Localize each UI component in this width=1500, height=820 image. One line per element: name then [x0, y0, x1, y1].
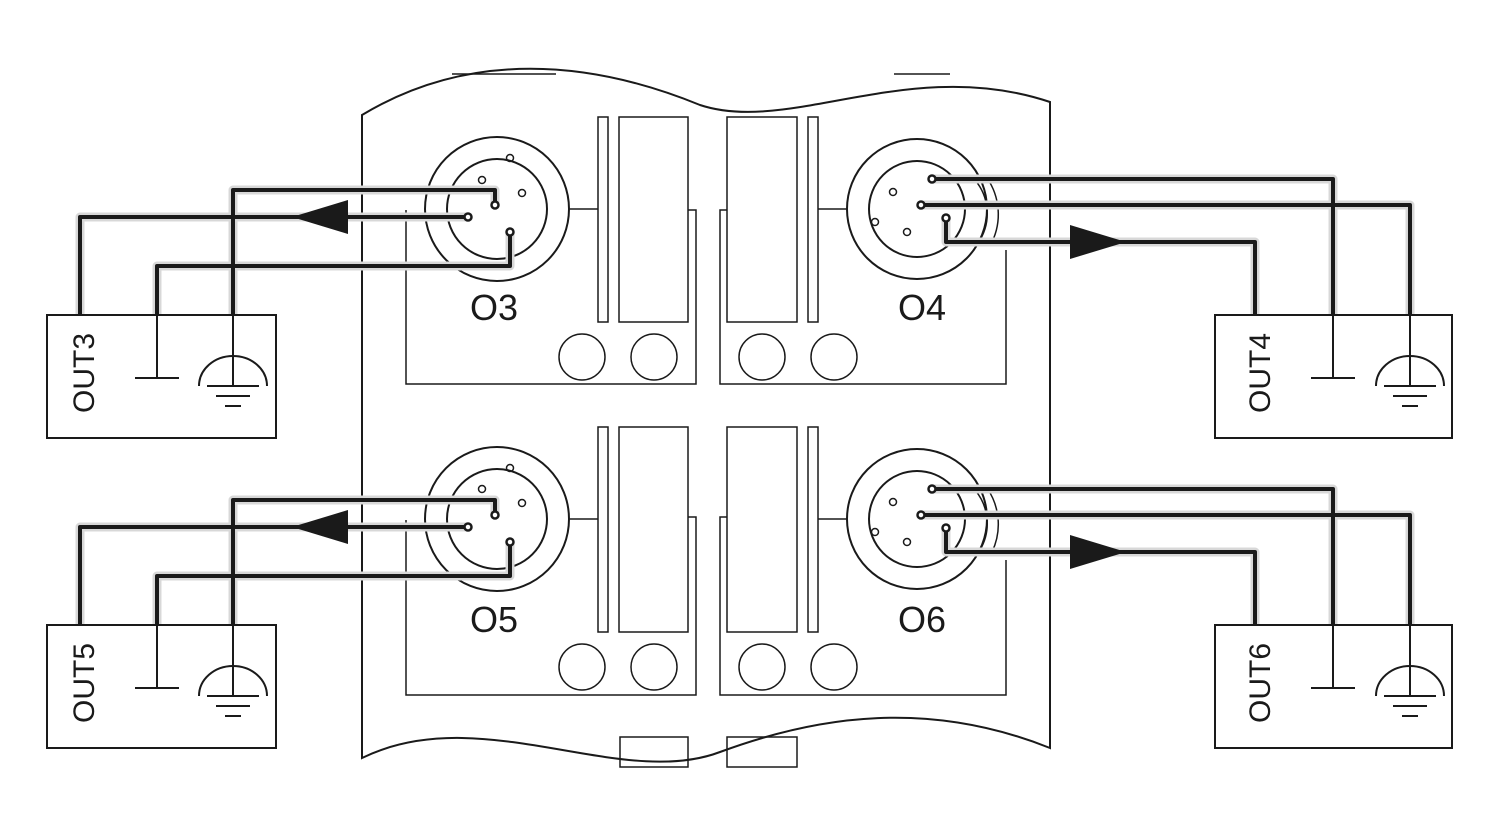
led-indicator — [810, 643, 858, 691]
load-label-out6: OUT6 — [1244, 643, 1277, 723]
led-indicator — [630, 643, 678, 691]
led-indicator — [810, 333, 858, 381]
load-label-out5: OUT5 — [68, 643, 101, 723]
arrow-icon — [292, 510, 348, 544]
wiring-o4-out4 — [916, 174, 1415, 315]
connector-label-o4: O4 — [898, 287, 946, 328]
led-indicator — [738, 333, 786, 381]
wiring-o3-out3 — [75, 185, 515, 315]
wiring-o5-out5 — [75, 495, 515, 625]
connector-label-o6: O6 — [898, 599, 946, 640]
ground-icon — [1310, 313, 1356, 379]
led-indicator — [738, 643, 786, 691]
connector-label-o3: O3 — [470, 287, 518, 328]
load-box-out4: OUT4 — [1214, 313, 1453, 439]
module-top-right — [719, 116, 1007, 385]
load-label-out3: OUT3 — [68, 333, 101, 413]
led-indicator — [558, 643, 606, 691]
load-box-out6: OUT6 — [1214, 623, 1453, 749]
protective-earth-icon — [198, 313, 268, 407]
module-bottom-right — [719, 426, 1007, 696]
bottom-slot — [726, 736, 798, 768]
protective-earth-icon — [1375, 313, 1445, 407]
arrow-icon — [1070, 225, 1126, 259]
led-indicator — [630, 333, 678, 381]
module-bottom-left — [405, 426, 697, 696]
load-box-out5: OUT5 — [46, 623, 277, 749]
connector-label-o5: O5 — [470, 599, 518, 640]
arrow-icon — [1070, 535, 1126, 569]
protective-earth-icon — [198, 623, 268, 717]
bottom-slot — [619, 736, 689, 768]
module-top-left — [405, 116, 697, 385]
device-housing — [361, 67, 1051, 763]
load-label-out4: OUT4 — [1244, 333, 1277, 413]
arrow-icon — [292, 200, 348, 234]
connector-o5 — [424, 446, 598, 592]
load-box-out3: OUT3 — [46, 313, 277, 439]
wiring-o6-out6 — [916, 484, 1415, 625]
protective-earth-icon — [1375, 623, 1445, 717]
led-indicator — [558, 333, 606, 381]
ground-icon — [134, 623, 180, 689]
ground-icon — [134, 313, 180, 379]
connector-o3 — [424, 136, 598, 282]
ground-icon — [1310, 623, 1356, 689]
